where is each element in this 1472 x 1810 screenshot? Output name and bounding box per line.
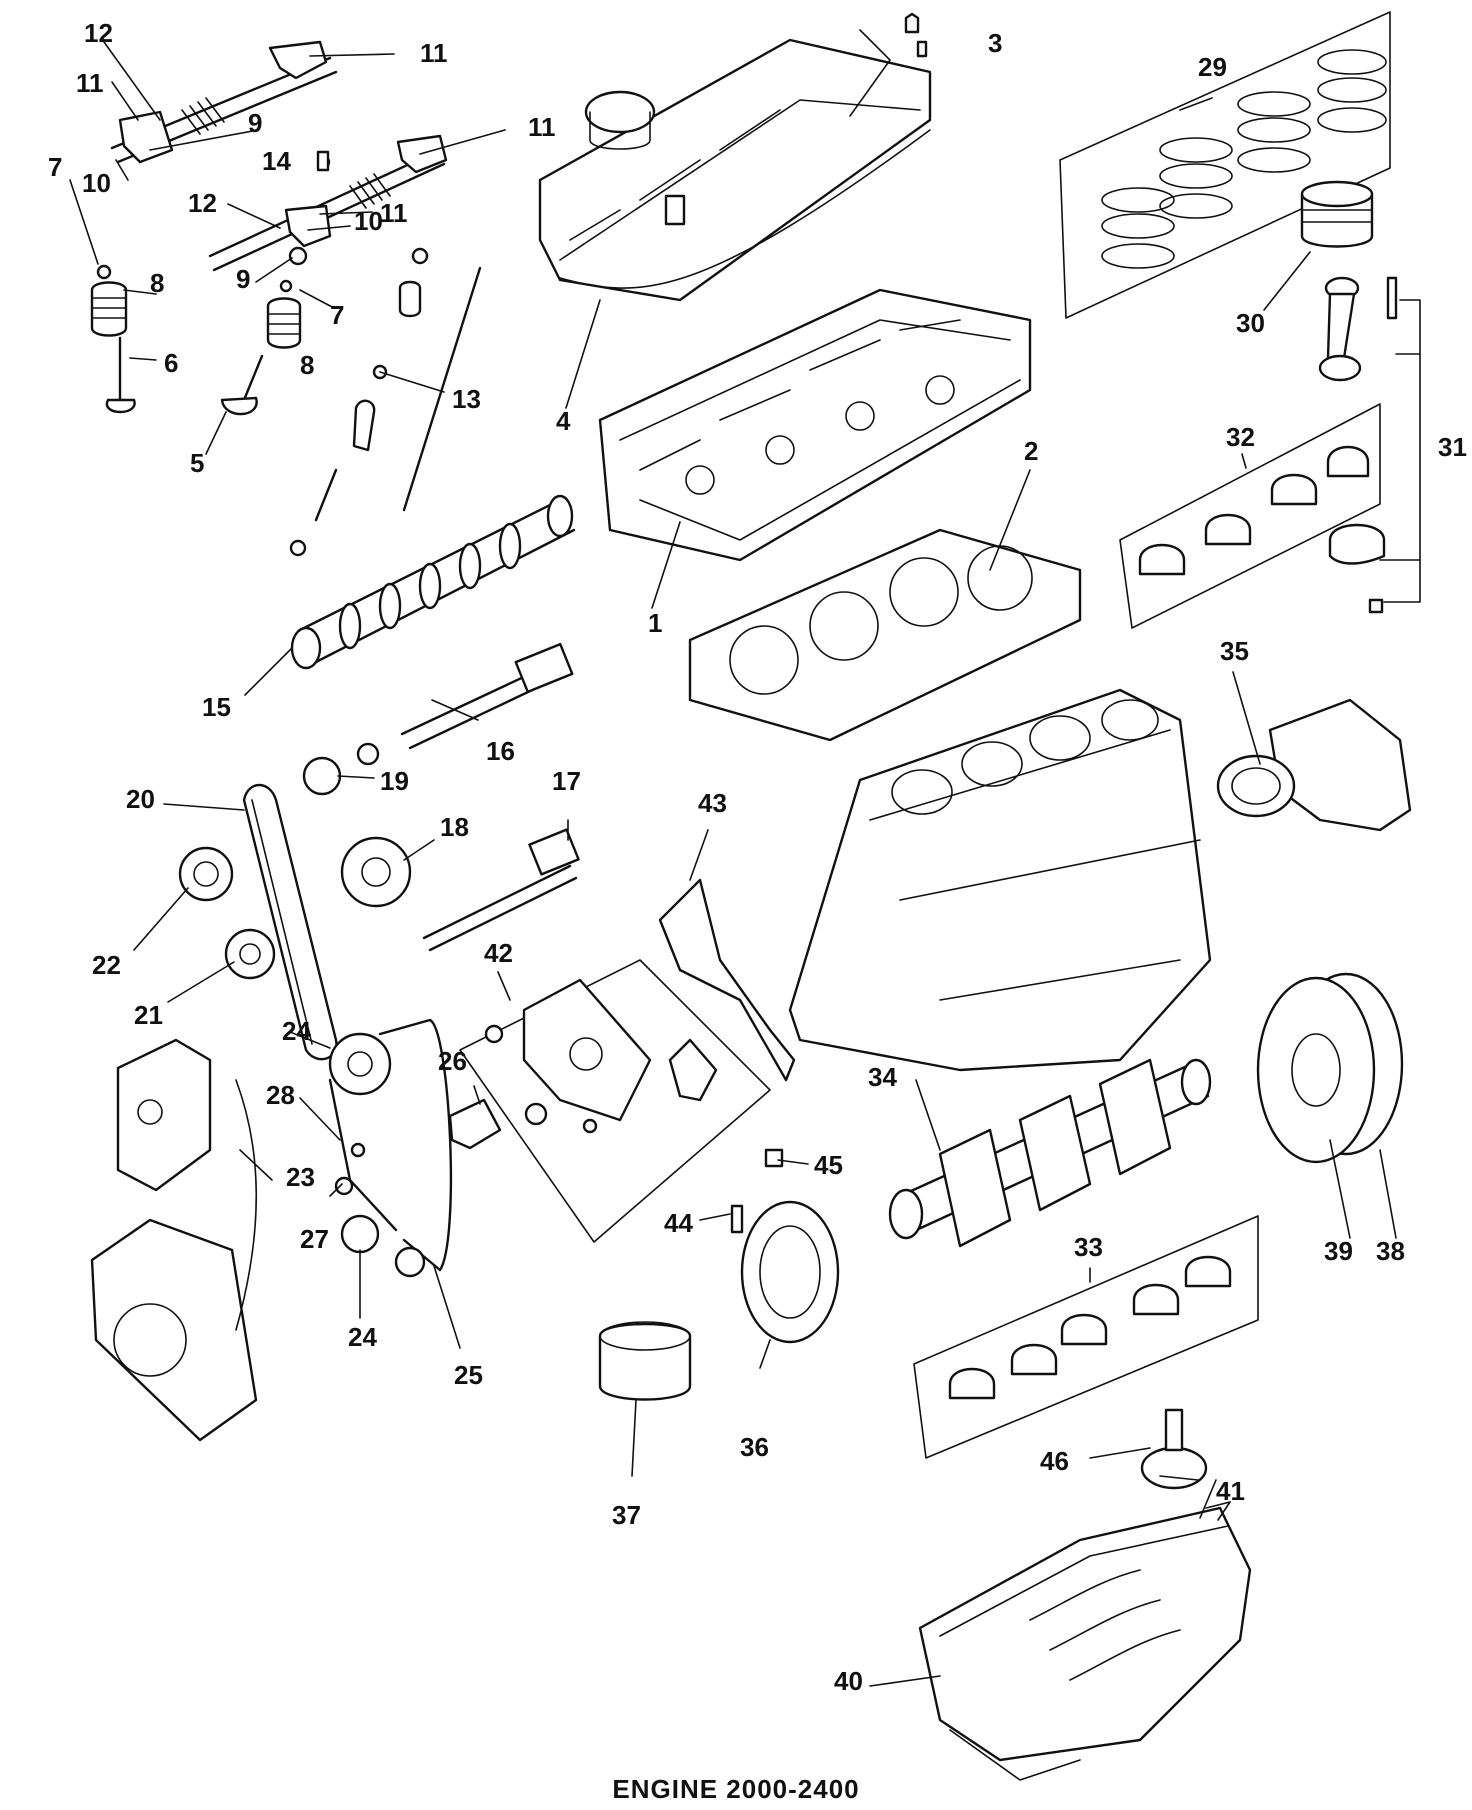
callout-23: 23 [286, 1162, 315, 1192]
callout-10: 10 [354, 206, 383, 236]
callout-labels: 12 11 11 11 9 14 7 10 12 11 10 9 7 8 8 6… [48, 18, 1467, 1696]
callout-14: 14 [262, 146, 291, 176]
balancer-belt [242, 783, 338, 1061]
oil-pan [918, 1506, 1252, 1781]
engine-block [788, 688, 1212, 1072]
callout-42: 42 [484, 938, 513, 968]
callout-20: 20 [126, 784, 155, 814]
callout-11: 11 [528, 112, 556, 142]
callout-39: 39 [1324, 1236, 1353, 1266]
callout-1: 1 [648, 608, 662, 638]
crankshaft [888, 1058, 1212, 1248]
callout-24: 24 [348, 1322, 377, 1352]
main-bearing-set [913, 1215, 1259, 1459]
timing-belt [328, 1018, 453, 1278]
callout-12: 12 [84, 18, 113, 48]
timing-cover [90, 1038, 258, 1442]
valve-cover [538, 12, 932, 302]
callout-44: 44 [664, 1208, 693, 1238]
callout-29: 29 [1198, 52, 1227, 82]
rear-main-seal-retainer [1216, 698, 1412, 832]
callout-46: 46 [1040, 1446, 1069, 1476]
sprocket-19 [302, 742, 380, 796]
callout-37: 37 [612, 1500, 641, 1530]
bolt-44 [730, 1204, 744, 1234]
callout-21: 21 [134, 1000, 163, 1030]
belt-tensioner [448, 1098, 502, 1150]
callout-4: 4 [556, 406, 571, 436]
callout-22: 22 [92, 950, 121, 980]
callout-24: 24 [282, 1016, 311, 1046]
nut-45 [764, 1148, 784, 1168]
piston [1300, 180, 1374, 248]
callout-11: 11 [420, 38, 448, 68]
oil-pump-gasket [658, 878, 796, 1082]
callout-41: 41 [1216, 1476, 1245, 1506]
callout-11: 11 [380, 198, 408, 228]
camshaft [290, 494, 576, 670]
callout-25: 25 [454, 1360, 483, 1390]
callout-28: 28 [266, 1080, 295, 1110]
callout-31: 31 [1438, 432, 1467, 462]
callout-3: 3 [988, 28, 1002, 58]
flywheel [1256, 972, 1404, 1164]
callout-43: 43 [698, 788, 727, 818]
callout-45: 45 [814, 1150, 843, 1180]
callout-32: 32 [1226, 422, 1255, 452]
leader-lines [69, 29, 1397, 1687]
callout-16: 16 [486, 736, 515, 766]
callout-9: 9 [236, 264, 250, 294]
rod-bearing-set [1119, 403, 1381, 629]
callout-34: 34 [868, 1062, 897, 1092]
callout-6: 6 [164, 348, 178, 378]
silent-shaft [422, 828, 580, 952]
valve-right [220, 246, 308, 416]
callout-5: 5 [190, 448, 204, 478]
callout-40: 40 [834, 1666, 863, 1696]
callout-17: 17 [552, 766, 581, 796]
callout-8: 8 [150, 268, 164, 298]
callout-30: 30 [1236, 308, 1265, 338]
pulley-21 [224, 928, 276, 980]
callout-7: 7 [48, 152, 62, 182]
valve-parts-group [289, 150, 482, 557]
callout-15: 15 [202, 692, 231, 722]
callout-35: 35 [1220, 636, 1249, 666]
diagram-title: ENGINE 2000-2400 [612, 1774, 859, 1804]
callout-36: 36 [740, 1432, 769, 1462]
sprocket-18 [340, 836, 412, 908]
head-gasket [688, 528, 1082, 742]
crank-sprocket [598, 1321, 692, 1401]
oil-pump-shaft [400, 642, 574, 750]
callout-19: 19 [380, 766, 409, 796]
callout-12: 12 [188, 188, 217, 218]
valve-left [90, 264, 136, 414]
callout-10: 10 [82, 168, 111, 198]
callout-33: 33 [1074, 1232, 1103, 1262]
callout-7: 7 [330, 300, 344, 330]
callout-18: 18 [440, 812, 469, 842]
cylinder-head [598, 288, 1032, 562]
oil-pump-group [459, 959, 771, 1243]
crank-pulley [740, 1200, 840, 1344]
connecting-rod [1318, 276, 1421, 614]
callout-2: 2 [1024, 436, 1038, 466]
rocker-shaft-upper [110, 40, 338, 164]
callout-13: 13 [452, 384, 481, 414]
callout-8: 8 [300, 350, 314, 380]
callout-27: 27 [300, 1224, 329, 1254]
piston-ring-set [1059, 11, 1391, 319]
oil-pickup [1140, 1408, 1208, 1490]
callout-11: 11 [76, 68, 104, 98]
callout-9: 9 [248, 108, 262, 138]
callout-38: 38 [1376, 1236, 1405, 1266]
pulley-22 [178, 846, 234, 902]
callout-26: 26 [438, 1046, 467, 1076]
